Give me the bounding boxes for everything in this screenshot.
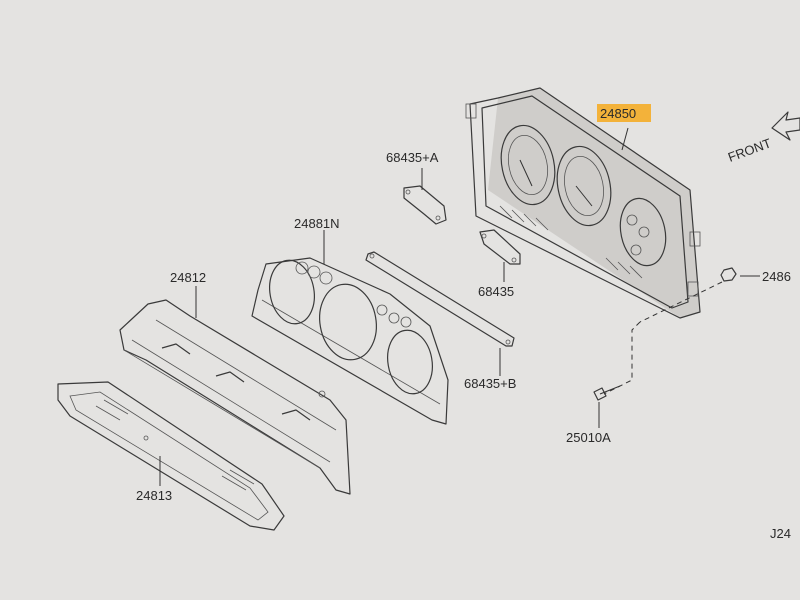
meter-mask[interactable] [251, 257, 449, 425]
part-label-25010A[interactable]: 25010A [566, 430, 611, 445]
front-direction-arrow [771, 111, 800, 141]
front-cover-glass[interactable] [57, 381, 285, 531]
part-label-68435-a[interactable]: 68435+A [386, 150, 439, 165]
front-label: FRONT [726, 135, 773, 164]
screw[interactable] [593, 385, 621, 401]
cluster-lid[interactable] [119, 299, 351, 495]
strip-68435-b[interactable] [365, 251, 515, 347]
combination-meter-assembly[interactable] [465, 87, 701, 319]
bracket-68435[interactable] [479, 229, 521, 265]
nut[interactable] [720, 267, 737, 282]
highlight-24850 [597, 104, 651, 122]
part-label-68435-b[interactable]: 68435+B [464, 376, 516, 391]
figure-code: J24 [770, 526, 791, 541]
part-label-68435[interactable]: 68435 [478, 284, 514, 299]
part-label-24812[interactable]: 24812 [170, 270, 206, 285]
part-label-24813[interactable]: 24813 [136, 488, 172, 503]
leader-24850 [621, 127, 629, 151]
bracket-68435-a[interactable] [403, 185, 447, 225]
nut-assembly-line [639, 281, 723, 323]
part-label-24850[interactable]: 24850 [600, 106, 636, 121]
part-label-2486[interactable]: 2486 [762, 269, 791, 284]
screw-assembly-line [603, 321, 641, 395]
part-label-24881N[interactable]: 24881N [294, 216, 340, 231]
